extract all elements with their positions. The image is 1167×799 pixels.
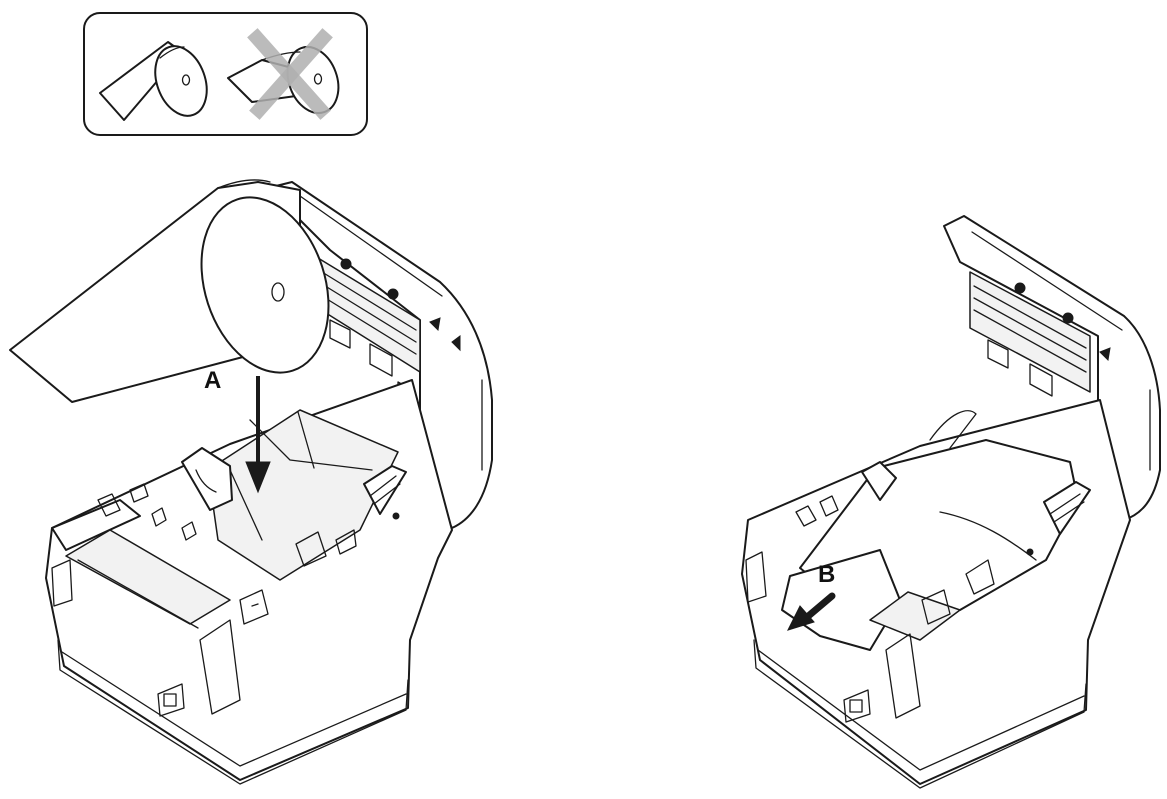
insert-direction-arrow	[245, 376, 271, 494]
pull-direction-arrow	[787, 592, 836, 631]
roll-orientation-inset	[83, 12, 368, 136]
paper-leading-edge	[781, 549, 901, 651]
step-label-b: B	[818, 561, 835, 588]
printer-cover-open	[267, 181, 493, 529]
power-switch	[157, 683, 185, 717]
printer-body	[45, 379, 453, 781]
paper-roll-correct-icon	[99, 41, 208, 121]
inset-frame	[83, 12, 368, 136]
paper-roll-large	[9, 179, 330, 403]
print-head-assembly-right	[969, 271, 1111, 397]
print-head-assembly	[317, 257, 461, 405]
printer-open-step-a	[45, 181, 493, 785]
step-label-a: A	[204, 367, 221, 394]
tear-bar	[65, 529, 231, 625]
power-switch-right	[843, 689, 871, 723]
printer-loaded-step-b	[741, 215, 1161, 789]
paper-guide-left	[181, 447, 233, 511]
paper-compartment	[207, 409, 399, 581]
cross-mark-icon	[247, 28, 333, 120]
